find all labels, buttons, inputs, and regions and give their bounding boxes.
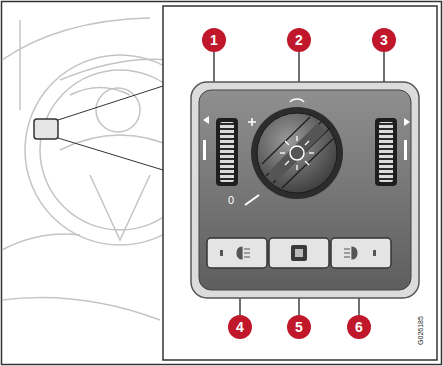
callout-circle: 4 — [228, 315, 252, 339]
callout-circle: 5 — [287, 315, 311, 339]
callout-number: 3 — [380, 33, 388, 47]
figure-code: G026185 — [417, 316, 424, 345]
instrument-lighting-thumbwheel — [203, 116, 238, 186]
callout-number: 2 — [295, 33, 303, 47]
zoom-line — [58, 86, 163, 120]
callout-number: 6 — [355, 320, 363, 334]
zoom-line — [58, 138, 163, 170]
callout-number: 1 — [210, 33, 218, 47]
light-switch-dial — [245, 99, 343, 205]
button-row — [207, 238, 391, 268]
callout-number: 5 — [295, 320, 303, 334]
switch-panel — [191, 82, 419, 298]
switch-panel-face — [199, 90, 411, 290]
switch-location — [34, 119, 58, 139]
inset-frame — [163, 6, 437, 360]
callout-circle: 3 — [372, 28, 396, 52]
dial-position-label: 0 — [228, 195, 234, 206]
callout-circle: 2 — [287, 28, 311, 52]
callout-circle: 1 — [202, 28, 226, 52]
callout-circle: 6 — [347, 315, 371, 339]
callout-number: 4 — [236, 320, 244, 334]
headlight-height-thumbwheel — [375, 118, 410, 186]
